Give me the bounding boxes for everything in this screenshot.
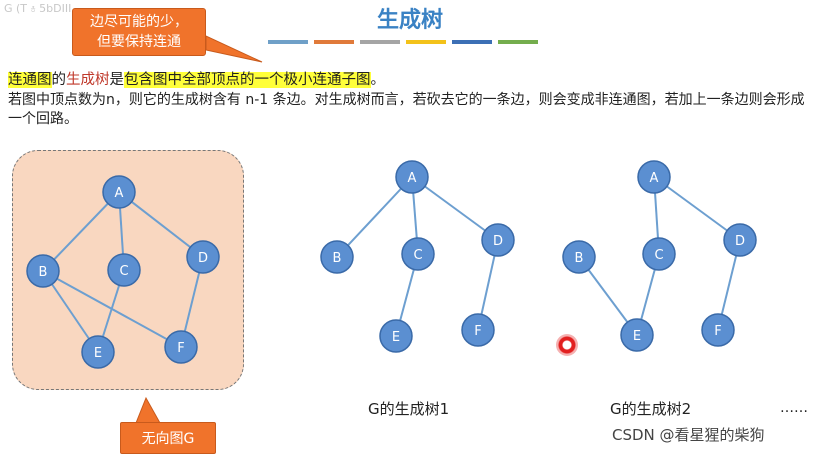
node-label: C <box>119 264 128 279</box>
def-period: 。 <box>370 72 386 88</box>
node-t1-A: A <box>395 160 429 194</box>
bottom-callout: 无向图G <box>120 422 216 454</box>
node-label: F <box>714 324 721 339</box>
node-label: B <box>333 251 342 266</box>
node-t2-A: A <box>637 160 671 194</box>
node-g-E: E <box>81 335 115 369</box>
node-label: F <box>474 324 481 339</box>
node-t2-C: C <box>642 237 676 271</box>
node-g-B: B <box>26 254 60 288</box>
node-t2-B: B <box>562 240 596 274</box>
edge-g-AD <box>118 191 204 258</box>
edge-t2-AD <box>653 176 741 241</box>
top-callout-line2: 但要保持连通 <box>97 34 181 50</box>
color-bar-4 <box>406 40 446 44</box>
pointer-indicator <box>556 334 578 356</box>
color-bar-6 <box>498 40 538 44</box>
def-body: 包含图中全部顶点的一个极小连通子图 <box>124 72 371 88</box>
node-label: D <box>198 251 208 266</box>
edge-t1-AB <box>336 176 413 258</box>
edge-g-AB <box>42 191 120 272</box>
color-bar-1 <box>268 40 308 44</box>
caption-tree1: G的生成树1 <box>368 400 450 418</box>
node-t2-D: D <box>723 223 757 257</box>
node-g-F: F <box>164 330 198 364</box>
node-label: E <box>392 330 400 345</box>
node-t2-E: E <box>620 318 654 352</box>
explanation-paragraph: 若图中顶点数为n，则它的生成树含有 n-1 条边。对生成树而言，若砍去它的一条边… <box>8 92 805 127</box>
node-label: B <box>39 265 48 280</box>
node-label: A <box>115 186 124 201</box>
def-term-spanning-tree: 生成树 <box>66 72 110 88</box>
top-watermark: G (T ಕಿ 5bDIII <box>4 2 72 15</box>
node-label: A <box>408 171 417 186</box>
def-term-connected-graph: 连通图 <box>8 72 52 88</box>
node-label: F <box>177 341 184 356</box>
def-shi: 是 <box>109 72 125 88</box>
node-t1-C: C <box>401 237 435 271</box>
node-label: D <box>493 234 503 249</box>
node-label: E <box>633 329 641 344</box>
node-label: D <box>735 234 745 249</box>
node-label: C <box>413 248 422 263</box>
def-de: 的 <box>51 72 67 88</box>
definition-line: 连通图的生成树是包含图中全部顶点的一个极小连通子图。 <box>8 68 385 89</box>
color-bar-3 <box>360 40 400 44</box>
node-label: A <box>650 171 659 186</box>
csdn-watermark: CSDN @看星猩的柴狗 <box>612 426 765 444</box>
ellipsis: …… <box>780 400 808 416</box>
top-callout-line1: 边尽可能的少， <box>90 14 188 30</box>
node-g-C: C <box>107 253 141 287</box>
node-t1-E: E <box>379 319 413 353</box>
node-label: E <box>94 346 102 361</box>
node-g-A: A <box>102 175 136 209</box>
color-bar-5 <box>452 40 492 44</box>
caption-tree2: G的生成树2 <box>610 400 692 418</box>
node-t2-F: F <box>701 313 735 347</box>
slide-title: 生成树 <box>376 8 443 33</box>
node-t1-F: F <box>461 313 495 347</box>
node-label: B <box>575 251 584 266</box>
node-t1-D: D <box>481 223 515 257</box>
color-bar-2 <box>314 40 354 44</box>
top-callout: 边尽可能的少， 但要保持连通 <box>72 8 206 56</box>
node-g-D: D <box>186 240 220 274</box>
edge-t1-AD <box>411 176 499 241</box>
node-label: C <box>654 248 663 263</box>
node-t1-B: B <box>320 240 354 274</box>
